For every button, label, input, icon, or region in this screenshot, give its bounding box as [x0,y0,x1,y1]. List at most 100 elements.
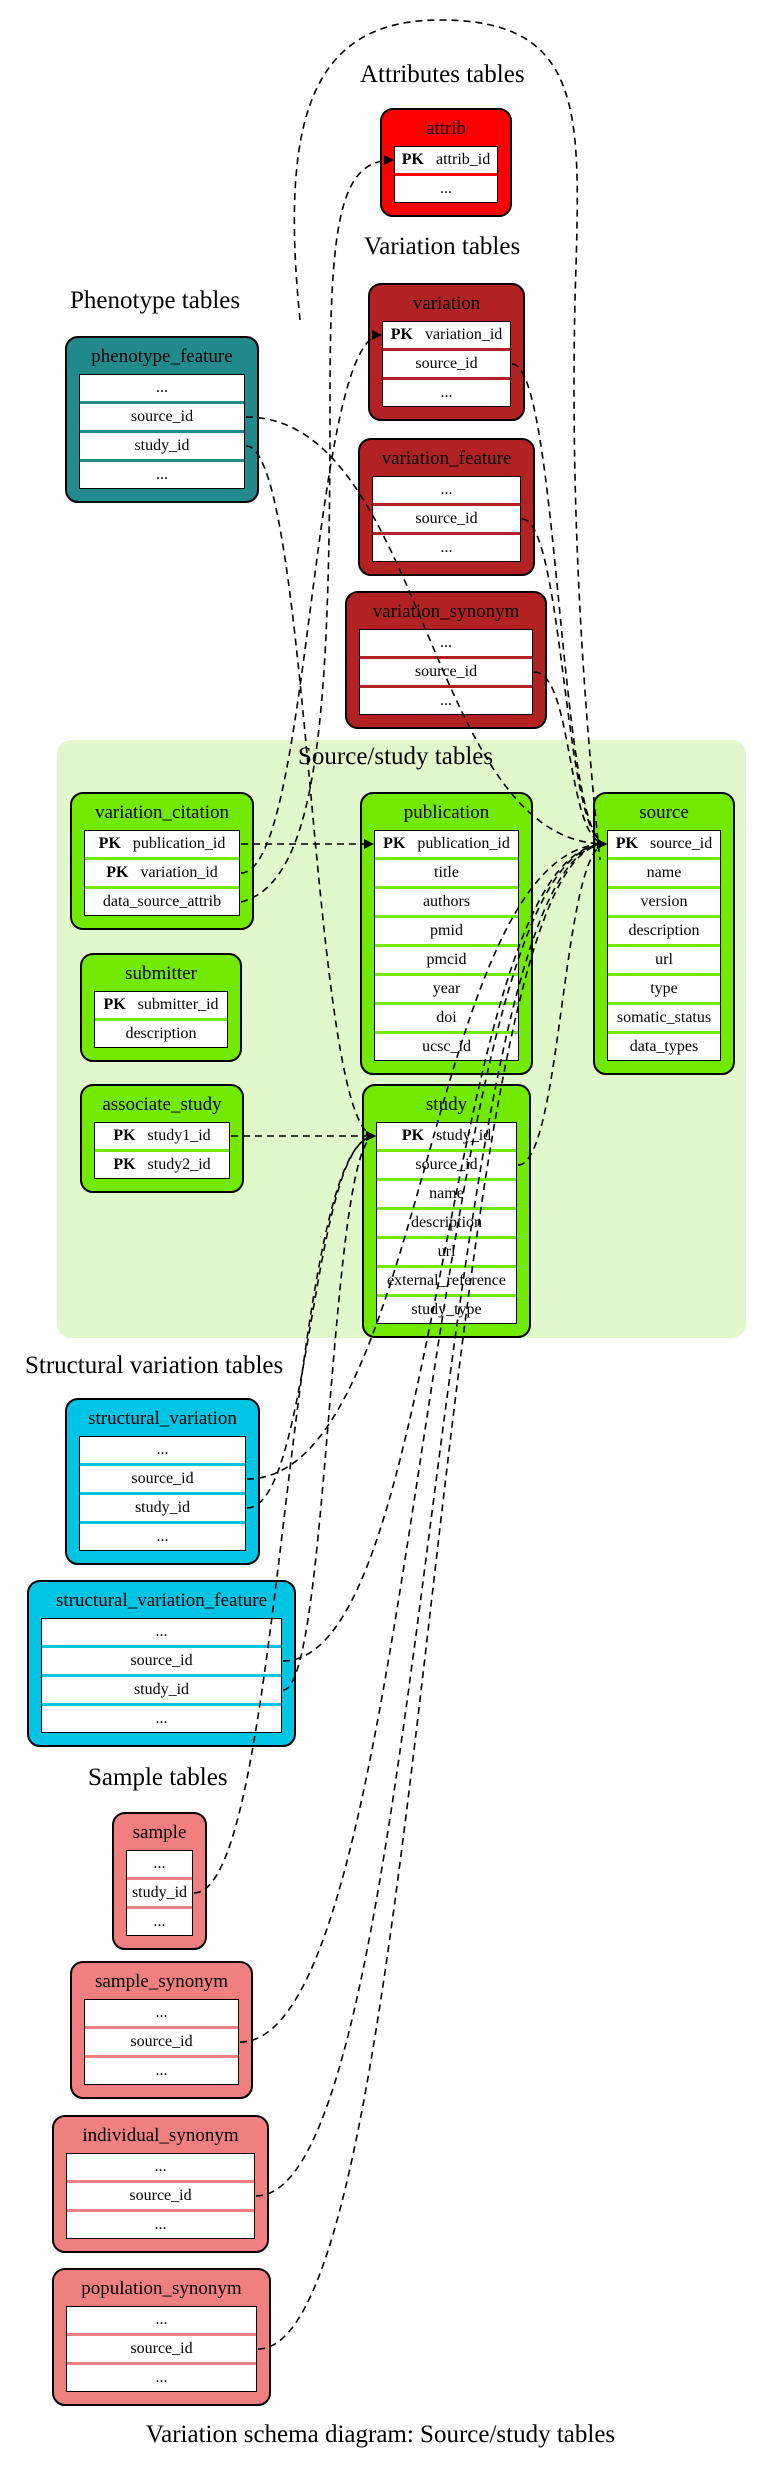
table-title: associate_study [102,1094,222,1115]
table-field-row: version [608,886,720,915]
field-name: name [646,864,682,881]
field-name: url [437,1243,456,1260]
table-field-row: authors [375,886,518,915]
table-title: structural_variation_feature [55,1590,267,1611]
field-name: source_id [130,2033,193,2050]
field-name: source_id [650,835,713,852]
table-field-row: ... [67,2154,254,2180]
table-title: submitter [125,963,197,984]
table-field-row: ... [373,477,520,503]
field-name: study_id [436,1127,492,1144]
primary-key-label: PK [113,1127,136,1144]
table-field-row: source_id [67,2333,256,2362]
table-title: structural_variation [88,1408,237,1429]
field-name: source_id [414,663,478,680]
field-name: doi [436,1009,457,1026]
table-field-row: source_id [42,1645,281,1674]
table-fields: ...source_id... [359,629,533,715]
table-population-synonym: population_synonym...source_id... [52,2268,271,2406]
table-field-row: source_id [67,2180,254,2209]
table-variation-feature: variation_feature...source_id... [358,438,535,576]
field-name: study_type [411,1301,482,1318]
field-name: study_id [134,1499,191,1516]
field-name: name [429,1185,464,1202]
field-name: authors [422,893,471,910]
table-field-row: external_reference [377,1265,516,1294]
field-name: description [628,922,700,939]
field-name: pmcid [426,951,467,968]
table-field-row: ucsc_id [375,1031,518,1060]
field-name: title [434,864,459,881]
table-field-row: pmid [375,915,518,944]
field-name: url [655,951,673,968]
field-name: ... [156,1528,169,1545]
table-field-row: ... [127,1851,192,1877]
table-title: study [425,1094,468,1115]
heading-source-study-tables: Source/study tables [298,743,494,770]
field-name: ... [440,634,452,651]
table-fields: ...source_id... [84,1999,239,2085]
field-name: ... [440,481,453,498]
field-name: ucsc_id [422,1038,471,1055]
field-name: data_source_attrib [102,893,222,910]
table-field-row: source_id [85,2026,238,2055]
table-field-row: year [375,973,518,1002]
table-sample: sample...study_id... [112,1812,207,1950]
table-field-row: ... [80,1437,245,1463]
field-name: source_id [415,510,478,527]
table-field-row: ... [85,2000,238,2026]
table-field-row: source_id [80,1463,245,1492]
table-field-row: ... [80,375,244,401]
table-field-row: source_id [383,348,510,377]
table-fields: ... source_id... [66,2153,255,2239]
table-field-row: description [95,1018,227,1047]
table-field-row: somatic_status [608,1002,720,1031]
field-name: version [640,893,688,910]
table-title: variation_synonym [372,601,520,622]
field-name: ... [155,1710,168,1727]
table-structural-variation-feature: structural_variation_feature... source_id… [27,1580,296,1747]
table-title: variation_feature [381,448,512,469]
table-field-row: source_id [360,656,532,685]
primary-key-label: PK [401,1127,425,1144]
table-field-row: ... [80,459,244,488]
primary-key-label: PK [103,996,126,1013]
table-field-row: source_id [377,1149,516,1178]
field-name: data_types [629,1038,699,1055]
field-name: ... [156,1441,169,1458]
table-field-row: title [375,857,518,886]
field-name: ... [155,2311,168,2328]
primary-key-label: PK [113,1156,136,1173]
table-title: source [639,802,689,823]
table-title: sample_synonym [95,1971,228,1992]
table-title: variation [412,293,481,314]
table-field-row: name [377,1178,516,1207]
table-title: population_synonym [81,2278,242,2299]
field-name: variation_id [140,864,218,881]
field-name: publication_id [417,835,510,852]
field-name: ... [156,379,168,396]
field-name: study_id [134,437,190,454]
field-name: description [410,1214,483,1231]
table-title: attrib [425,118,467,139]
field-name: ... [155,2004,168,2021]
table-field-row: ... [67,2209,254,2238]
table-field-row: source_id [373,503,520,532]
field-name: publication_id [132,835,226,852]
field-name: pmid [430,922,463,939]
field-name: source_id [129,2187,192,2204]
table-field-row: data_types [608,1031,720,1060]
table-field-row: study_id [80,1492,245,1521]
table-field-row: description [608,915,720,944]
